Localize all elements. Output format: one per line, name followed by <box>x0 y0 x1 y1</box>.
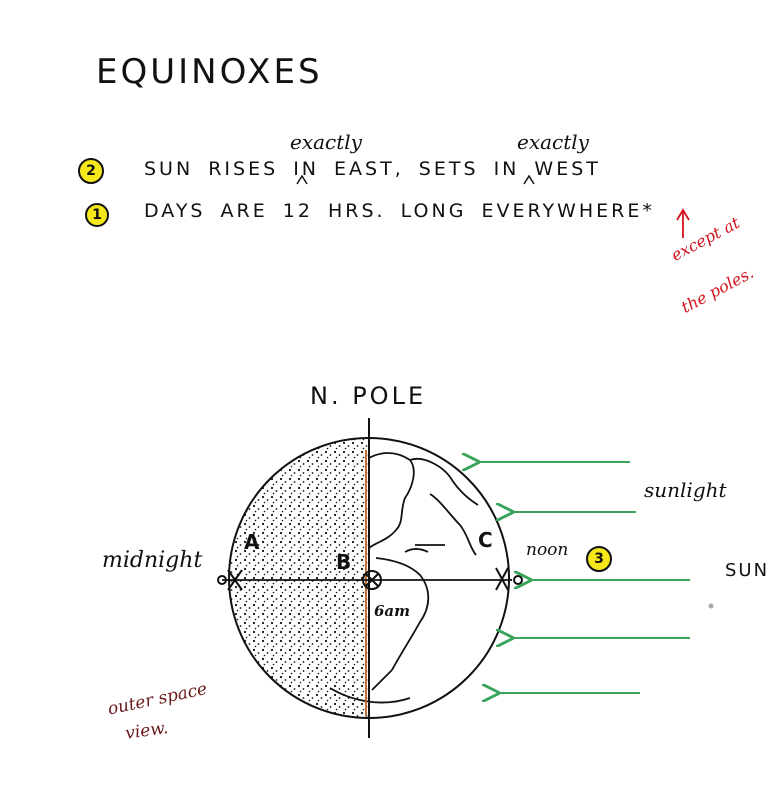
point-b-label: B <box>336 550 354 574</box>
observer-midnight <box>217 569 243 591</box>
exactly-insert-2: exactly <box>517 130 589 154</box>
point-a-label: A <box>244 530 262 554</box>
sunlight-arrows <box>478 462 690 693</box>
page-title: EQUINOXES <box>96 52 323 92</box>
noon-label: noon <box>526 540 569 560</box>
sunlight-label: sunlight <box>644 478 727 502</box>
fact-badge-1: 1 <box>85 203 109 227</box>
fact-badge-2: 2 <box>78 158 104 184</box>
exactly-insert-1: exactly <box>290 130 362 154</box>
six-am-label: 6am <box>374 602 411 620</box>
midnight-label: midnight <box>102 548 203 573</box>
fact-sun-rises: SUN RISES IN EAST, SETS IN WEST <box>144 158 601 180</box>
north-pole-label: N. POLE <box>310 382 427 410</box>
continents-outline <box>329 452 479 704</box>
point-c-label: C <box>478 528 495 552</box>
sun-label: SUN <box>725 560 770 581</box>
insertion-carets <box>296 174 535 185</box>
night-side-shading <box>229 438 369 718</box>
observer-6am <box>362 570 382 590</box>
footnote-arrow <box>676 208 690 238</box>
noon-badge-3: 3 <box>586 546 612 572</box>
fact-days-12-hours: DAYS ARE 12 HRS. LONG EVERYWHERE* <box>144 200 655 222</box>
